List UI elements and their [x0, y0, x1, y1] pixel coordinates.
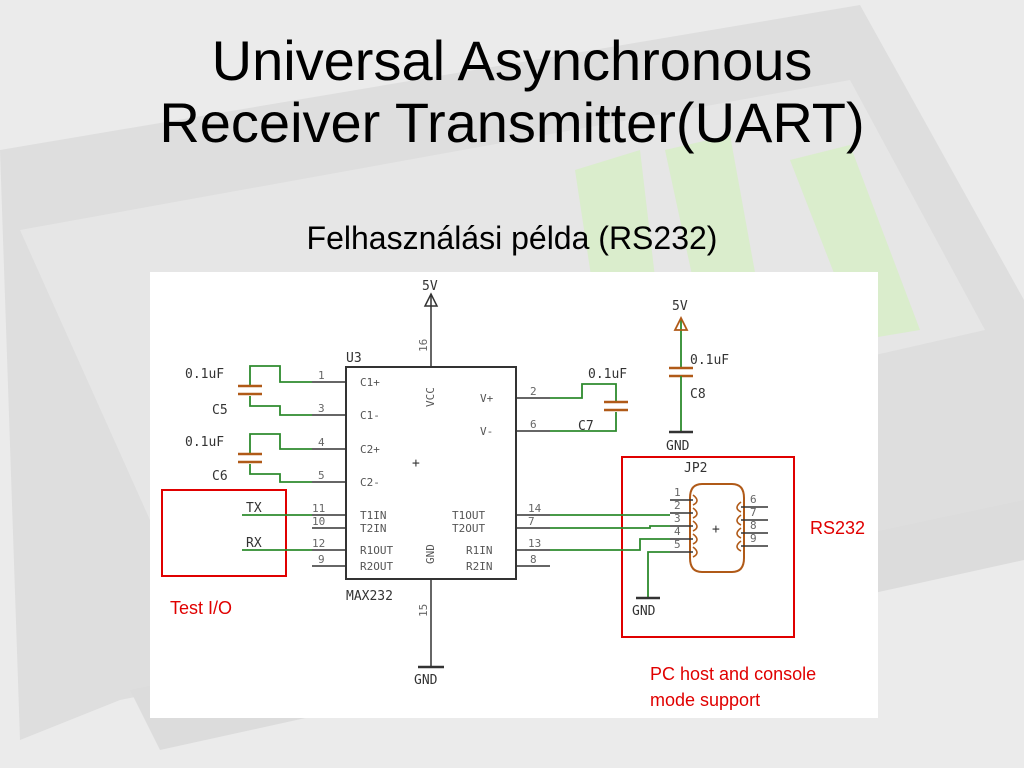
db9-pin-1: 1 [674, 486, 681, 499]
pin-number-6: 6 [530, 418, 537, 431]
pin-label-t2in: T2IN [360, 522, 387, 535]
pin-label-r2out: R2OUT [360, 560, 393, 573]
c7-value: 0.1uF [588, 367, 627, 382]
chip-ref-label: U3 [346, 351, 362, 366]
db9-pin-2: 2 [674, 499, 681, 512]
c5-capacitor-icon [238, 384, 262, 396]
chip-center-mark: + [412, 456, 420, 471]
pin-number-11: 11 [312, 502, 325, 515]
c5-ref: C5 [212, 403, 228, 418]
max232-schematic: U3 MAX232 + 5V 16 VCC GND 15 GND [161, 279, 795, 688]
pin-number-1: 1 [318, 369, 325, 382]
pin-number-10: 10 [312, 515, 325, 528]
db9-pin-6: 6 [750, 493, 757, 506]
pin-label-t1out: T1OUT [452, 509, 485, 522]
pin-label-t2out: T2OUT [452, 522, 485, 535]
power-5v-cap: 5V [672, 299, 688, 314]
pin-label-r1in: R1IN [466, 544, 493, 557]
slide-title-line2: Receiver Transmitter(UART) [159, 91, 865, 154]
pin-number-7: 7 [528, 515, 535, 528]
slide-subtitle: Felhasználási példa (RS232) [306, 220, 718, 256]
pc-host-annotation-line1: PC host and console [650, 664, 817, 684]
pin-number-14: 14 [528, 502, 542, 515]
c8-ref: C8 [690, 387, 706, 402]
vcc-arrow-icon [423, 292, 439, 307]
pin-label-r2in: R2IN [466, 560, 493, 573]
gnd-main-label: GND [414, 673, 438, 688]
c8-capacitor-icon [669, 366, 693, 378]
schematic-panel: U3 MAX232 + 5V 16 VCC GND 15 GND [150, 272, 878, 718]
pin-number-12: 12 [312, 537, 325, 550]
db9-pin-9: 9 [750, 532, 757, 545]
pin-label-vminus: V- [480, 425, 493, 438]
gnd-conn-label: GND [632, 604, 656, 619]
rs232-annotation: RS232 [810, 518, 866, 538]
pin-label-c1m: C1- [360, 409, 380, 422]
gnd-pin-number: 15 [417, 604, 430, 617]
c7-ref: C7 [578, 419, 594, 434]
c6-wiring [249, 433, 312, 483]
vcc-label: VCC [424, 387, 437, 407]
c6-capacitor-icon [238, 452, 262, 464]
test-io-annotation: Test I/O [170, 598, 233, 618]
pin-label-c2m: C2- [360, 476, 380, 489]
power-5v-main: 5V [422, 279, 438, 294]
c6-ref: C6 [212, 469, 228, 484]
c7-wiring [550, 383, 617, 432]
db9-pin-4: 4 [674, 525, 681, 538]
pin-number-4: 4 [318, 436, 325, 449]
c7-capacitor-icon [604, 400, 628, 412]
rx-label: RX [246, 536, 262, 551]
db9-pin-8: 8 [750, 519, 757, 532]
test-io-wiring [242, 514, 312, 551]
c5-value: 0.1uF [185, 367, 224, 382]
vcc-pin-number: 16 [417, 339, 430, 352]
rs232-signal-wiring [550, 514, 670, 598]
pin-number-9: 9 [318, 553, 325, 566]
pin-number-13: 13 [528, 537, 541, 550]
c8-power-arrow-icon [673, 315, 689, 331]
rs232-box [621, 456, 795, 638]
c5-wiring [249, 365, 312, 416]
pin-number-8: 8 [530, 553, 537, 566]
gnd-cap-label: GND [666, 439, 690, 454]
gnd-pin-label: GND [424, 544, 437, 564]
db9-pin-7: 7 [750, 506, 757, 519]
pin-label-c1p: C1+ [360, 376, 380, 389]
db9-connector-icon [689, 483, 745, 573]
db9-pin-stubs [670, 499, 768, 553]
pin-label-vplus: V+ [480, 392, 494, 405]
db9-pin-5: 5 [674, 538, 681, 551]
pin-number-2: 2 [530, 385, 537, 398]
db9-pin-loops [692, 494, 742, 558]
pc-host-annotation-line2: mode support [650, 690, 761, 710]
slide-title-line1: Universal Asynchronous [211, 29, 813, 92]
connector-center-mark: + [712, 522, 720, 537]
db9-pin-3: 3 [674, 512, 681, 525]
c6-value: 0.1uF [185, 435, 224, 450]
connector-ref: JP2 [684, 461, 707, 476]
pin-label-c2p: C2+ [360, 443, 380, 456]
test-io-box [161, 489, 287, 577]
tx-label: TX [246, 501, 262, 516]
chip-part-label: MAX232 [346, 589, 393, 604]
c8-value: 0.1uF [690, 353, 729, 368]
pin-number-5: 5 [318, 469, 325, 482]
pin-label-t1in: T1IN [360, 509, 387, 522]
pin-label-r1out: R1OUT [360, 544, 393, 557]
pin-number-3: 3 [318, 402, 325, 415]
